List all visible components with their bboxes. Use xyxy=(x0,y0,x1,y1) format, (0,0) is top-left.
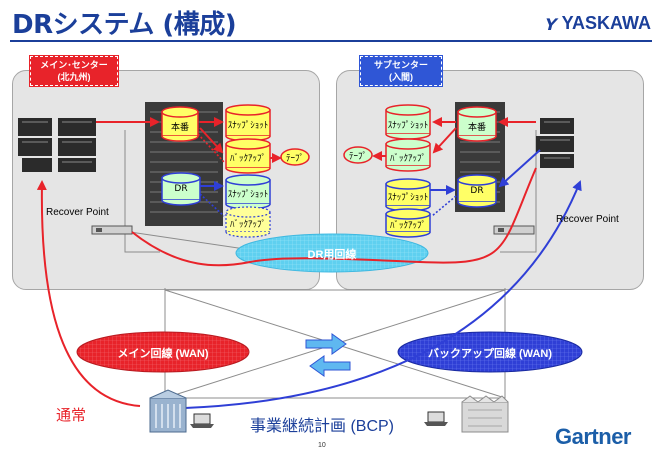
main-center-location: (北九州) xyxy=(57,72,91,82)
sub-snapshot2-label: ｽﾅｯﾌﾟｼｮｯﾄ xyxy=(387,193,429,203)
main-honban-label: 本番 xyxy=(170,123,189,133)
main-dr-backup-db-icon xyxy=(225,206,271,238)
sub-center-name: サブセンター xyxy=(373,60,428,70)
sub-backup2-db-icon xyxy=(385,208,431,238)
blue-flow-dotted xyxy=(199,193,457,217)
sub-backup2-label: ﾊﾞｯｸｱｯﾌﾟ xyxy=(389,221,426,231)
sub-snapshot2-db-icon xyxy=(385,178,431,212)
main-recover-point-label: Recover Point xyxy=(46,207,109,218)
main-center-name: メイン･センター xyxy=(40,60,108,70)
dr-line-oval xyxy=(235,233,429,273)
brand-name: YASKAWA xyxy=(561,12,651,33)
blue-flow-lines xyxy=(184,149,582,409)
title-divider xyxy=(10,40,652,42)
sub-dr-label: DR xyxy=(470,186,484,196)
sub-center-tag: サブセンター (入間) xyxy=(359,55,443,87)
sub-honban-db-icon xyxy=(457,106,497,142)
laptop-icon-left xyxy=(190,413,214,428)
sub-tape-label: ﾃｰﾌﾟ xyxy=(348,152,367,162)
factory-icon xyxy=(461,395,509,433)
main-snapshot-label: ｽﾅｯﾌﾟｼｮｯﾄ xyxy=(227,121,269,131)
sub-snapshot-label: ｽﾅｯﾌﾟｼｮｯﾄ xyxy=(387,121,429,131)
sub-recover-point-appliance-icon xyxy=(493,225,535,235)
main-center-tag: メイン･センター (北九州) xyxy=(29,55,119,87)
main-recover-point-appliance-icon xyxy=(91,225,133,235)
main-honban-db-icon xyxy=(161,106,199,142)
sub-honban-label: 本番 xyxy=(467,123,486,133)
main-backup-label: ﾊﾞｯｸｱｯﾌﾟ xyxy=(229,154,266,164)
red-flow-lines xyxy=(36,117,537,407)
sub-dr-db-icon xyxy=(457,174,497,208)
backup-wan-label: バックアップ回線 (WAN) xyxy=(427,348,553,360)
main-servers-icon xyxy=(18,118,96,172)
office-building-icon xyxy=(149,389,187,433)
sub-backup-db-icon xyxy=(385,138,431,172)
sub-center-location: (入間) xyxy=(389,72,413,82)
exchange-arrows-icon xyxy=(305,333,351,377)
sub-backup-label: ﾊﾞｯｸｱｯﾌﾟ xyxy=(389,154,426,164)
bcp-label: 事業継続計画 (BCP) xyxy=(250,418,395,435)
laptop-icon-right xyxy=(424,411,448,426)
main-dr-backup-label: ﾊﾞｯｸｱｯﾌﾟ xyxy=(229,220,266,230)
gartner-logo: Gartner xyxy=(555,424,631,449)
dr-line-label: DR用回線 xyxy=(307,249,357,261)
main-dr-snapshot-db-icon xyxy=(225,174,271,210)
main-wan-oval xyxy=(76,331,250,373)
yaskawa-logo: ʏ YASKAWA xyxy=(542,10,651,36)
main-dr-snapshot-label: ｽﾅｯﾌﾟｼｮｯﾄ xyxy=(227,190,269,200)
main-tape-label: ﾃｰﾌﾟ xyxy=(285,154,304,164)
normal-operation-label: 通常 xyxy=(56,407,87,424)
main-wan-label: メイン回線 (WAN) xyxy=(117,348,209,360)
page-title: DRシステム (構成) xyxy=(12,10,237,40)
main-dr-label: DR xyxy=(174,184,188,194)
main-dr-db-icon xyxy=(161,172,201,206)
sub-recover-point-label: Recover Point xyxy=(556,214,619,225)
sub-servers-icon xyxy=(536,118,574,168)
main-backup-db-icon xyxy=(225,138,271,174)
page-number: 10 xyxy=(318,442,326,449)
